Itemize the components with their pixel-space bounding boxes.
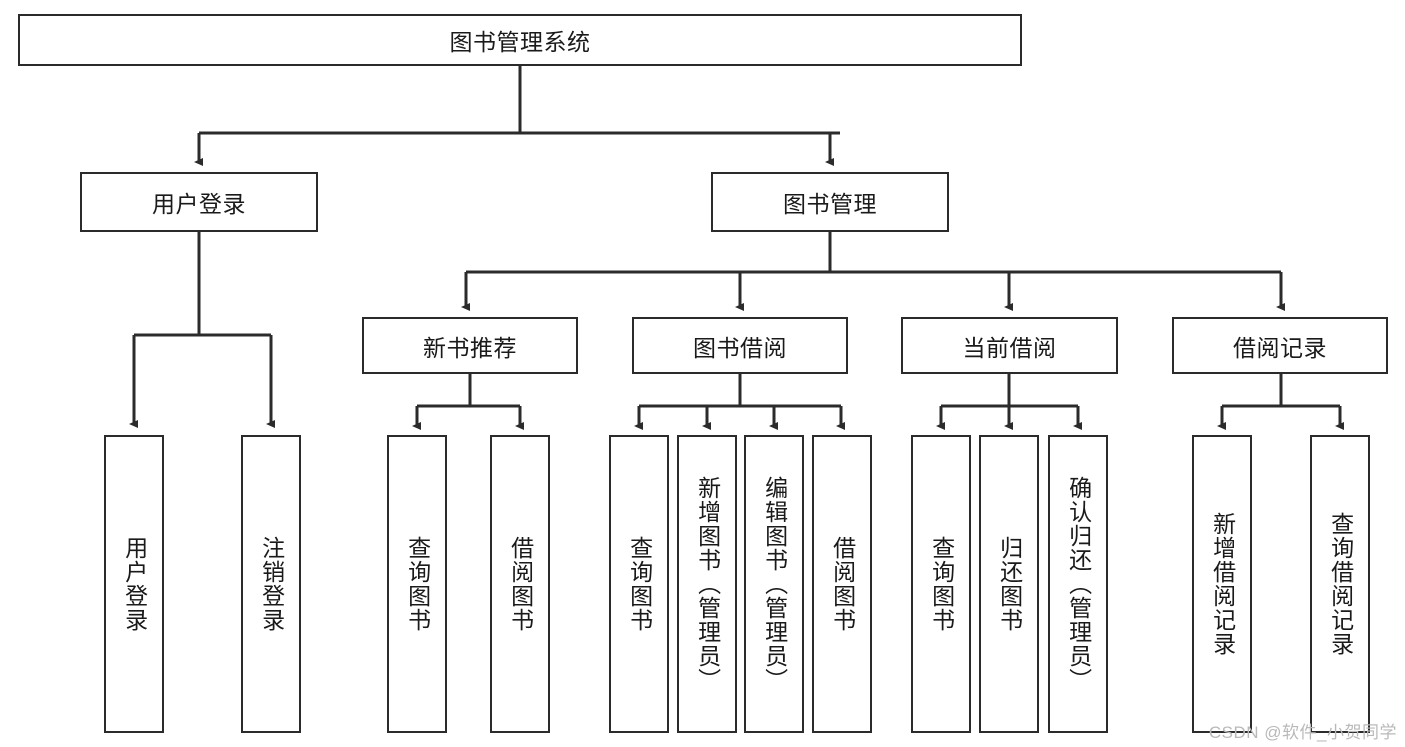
- node-root-label: 图书管理系统: [449, 29, 591, 55]
- node-root[interactable]: 图书管理系统: [18, 14, 1022, 66]
- node-leaf-query-book-3[interactable]: 查询图书: [911, 435, 971, 733]
- node-current-borrow-label: 当前借阅: [962, 334, 1057, 361]
- node-leaf-return-book[interactable]: 归还图书: [979, 435, 1039, 733]
- node-leaf-edit-book[interactable]: 编辑图书（管理员）: [744, 435, 804, 733]
- node-borrow-record-label: 借阅记录: [1233, 334, 1327, 361]
- node-leaf-query-record-label: 查询借阅记录: [1327, 512, 1354, 656]
- node-leaf-query-book-2[interactable]: 查询图书: [609, 435, 669, 733]
- node-book-borrow[interactable]: 图书借阅: [632, 317, 848, 374]
- node-leaf-borrow-book-2-label: 借阅图书: [829, 536, 856, 632]
- node-leaf-add-record[interactable]: 新增借阅记录: [1192, 435, 1252, 733]
- node-user-login[interactable]: 用户登录: [80, 172, 318, 232]
- node-leaf-query-book-3-label: 查询图书: [928, 536, 955, 632]
- node-leaf-add-record-label: 新增借阅记录: [1209, 512, 1236, 656]
- node-leaf-borrow-book-1[interactable]: 借阅图书: [490, 435, 550, 733]
- node-leaf-add-book[interactable]: 新增图书（管理员）: [677, 435, 737, 733]
- node-leaf-return-book-label: 归还图书: [996, 536, 1023, 632]
- node-current-borrow[interactable]: 当前借阅: [901, 317, 1118, 374]
- node-leaf-query-book-1[interactable]: 查询图书: [387, 435, 447, 733]
- node-leaf-add-book-label: 新增图书（管理员）: [694, 476, 721, 692]
- node-leaf-confirm-return-label: 确认归还（管理员）: [1065, 476, 1092, 692]
- node-leaf-logout-login[interactable]: 注销登录: [241, 435, 301, 733]
- node-leaf-user-login-label: 用户登录: [121, 536, 148, 632]
- node-book-management[interactable]: 图书管理: [711, 172, 949, 232]
- watermark-text: CSDN @软件_小贺同学: [1208, 723, 1397, 742]
- node-leaf-logout-login-label: 注销登录: [258, 536, 285, 632]
- node-book-borrow-label: 图书借阅: [693, 334, 787, 361]
- node-leaf-borrow-book-2[interactable]: 借阅图书: [812, 435, 872, 733]
- node-user-login-label: 用户登录: [152, 191, 246, 217]
- node-leaf-query-book-1-label: 查询图书: [404, 536, 431, 632]
- node-borrow-record[interactable]: 借阅记录: [1172, 317, 1388, 374]
- node-new-book-recommend-label: 新书推荐: [423, 334, 517, 361]
- node-leaf-query-book-2-label: 查询图书: [626, 536, 653, 632]
- node-leaf-query-record[interactable]: 查询借阅记录: [1310, 435, 1370, 733]
- node-book-management-label: 图书管理: [783, 191, 877, 217]
- node-leaf-edit-book-label: 编辑图书（管理员）: [761, 476, 788, 692]
- node-leaf-confirm-return[interactable]: 确认归还（管理员）: [1048, 435, 1108, 733]
- node-leaf-borrow-book-1-label: 借阅图书: [507, 536, 534, 632]
- node-new-book-recommend[interactable]: 新书推荐: [362, 317, 578, 374]
- node-leaf-user-login[interactable]: 用户登录: [104, 435, 164, 733]
